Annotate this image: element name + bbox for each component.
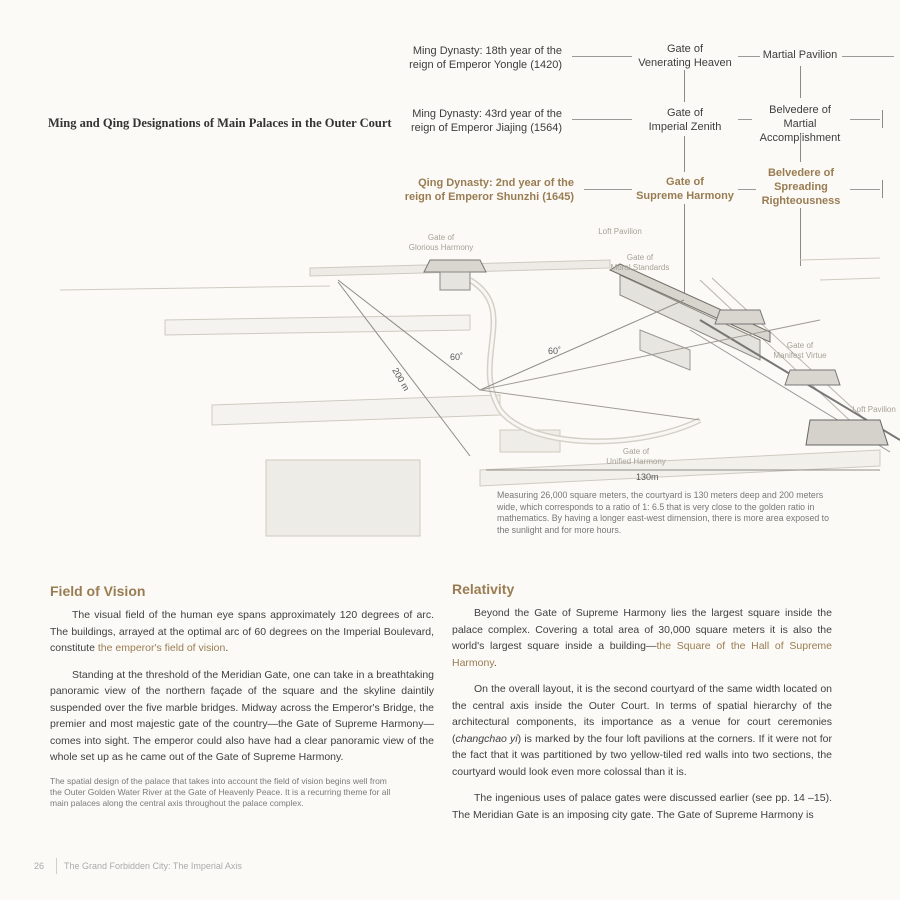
label-loft-pavilion-2: Loft Pavilion	[852, 405, 896, 414]
period-line: Ming Dynasty: 18th year of the	[412, 45, 562, 57]
label-gate-glorious-harmony-2: Glorious Harmony	[409, 243, 473, 252]
angle-label-right: 60˚	[548, 346, 561, 356]
relativity-section: Relativity Beyond the Gate of Supreme Ha…	[452, 581, 832, 833]
connector-line	[738, 56, 760, 57]
pointer-line	[684, 204, 685, 304]
connector-line	[850, 119, 880, 120]
pavilion-line: Martial Pavilion	[762, 49, 838, 61]
connector-line	[572, 56, 632, 57]
gate-line: Venerating Heaven	[638, 57, 732, 69]
label-gate-manifest-virtue-2: Manifest Virtue	[773, 351, 827, 360]
gate-line: Gate of	[666, 107, 704, 119]
section-heading: Ming and Qing Designations of Main Palac…	[48, 116, 392, 130]
label-gate-manifest-virtue: Gate of	[787, 341, 814, 350]
paragraph-text: .	[493, 656, 497, 669]
paragraph-text: Beyond the Gate of Supreme Harmony lies …	[452, 607, 832, 652]
period-line: Ming Dynasty: 43rd year of the	[412, 108, 562, 120]
paragraph-text: .	[225, 642, 229, 654]
courtyard-diagram: Gate of Glorious Harmony Loft Pavilion G…	[59, 227, 900, 537]
angle-label-left: 60˚	[450, 352, 463, 362]
connector-line	[684, 136, 685, 172]
period-line: Qing Dynasty: 2nd year of the	[418, 177, 574, 189]
gate-line: Supreme Harmony	[636, 190, 734, 202]
period-ming-jiajing: Ming Dynasty: 43rd year of the reign of …	[400, 107, 562, 135]
connector-line	[800, 66, 801, 98]
connector-line	[842, 56, 894, 57]
period-line: reign of Emperor Jiajing (1564)	[410, 122, 562, 134]
connector-line	[882, 180, 883, 198]
page-number: 26	[34, 861, 45, 871]
gate-line: Gate of	[666, 43, 704, 55]
paragraph-text: The visual field of the human eye spans …	[50, 609, 434, 654]
paragraph-text: ) is marked by the four loft pavilions a…	[452, 732, 832, 778]
caption-line: Measuring 26,000 square meters, the cour…	[497, 490, 824, 500]
pavilion-martial-accomplishment: Belvedere of Martial Accomplishment	[752, 103, 848, 145]
label-gate-glorious-harmony: Gate of	[428, 233, 455, 242]
pavilion-line: Spreading	[774, 181, 828, 193]
caption-line: the sunlight and for more hours.	[497, 524, 622, 535]
pavilion-line: Righteousness	[761, 195, 841, 207]
dimension-130m: 130m	[636, 472, 659, 482]
connector-line	[684, 70, 685, 102]
connector-line	[572, 119, 632, 120]
pavilion-line: Belvedere of Martial	[769, 104, 831, 130]
paragraph: Beyond the Gate of Supreme Harmony lies …	[452, 605, 832, 671]
paragraph: Standing at the threshold of the Meridia…	[50, 668, 434, 764]
connector-line	[800, 134, 801, 162]
side-caption: The spatial design of the palace that ta…	[50, 775, 391, 808]
period-line: reign of Emperor Shunzhi (1645)	[404, 191, 574, 203]
period-line: reign of Emperor Yongle (1420)	[409, 59, 562, 71]
period-ming-yongle: Ming Dynasty: 18th year of the reign of …	[400, 44, 562, 72]
period-qing-shunzhi: Qing Dynasty: 2nd year of the reign of E…	[400, 176, 574, 204]
footer-divider	[56, 858, 57, 874]
field-of-vision-section: Field of Vision The visual field of the …	[50, 583, 434, 809]
gate-venerating-heaven: Gate of Venerating Heaven	[634, 42, 736, 70]
paragraph-text: On the overall layout, it is the second …	[452, 683, 832, 745]
pointer-line	[800, 208, 801, 266]
pavilion-spreading-righteousness: Belvedere of Spreading Righteousness	[756, 166, 846, 208]
paragraph: The ingenious uses of palace gates were …	[452, 792, 832, 821]
highlighted-phrase: the Square of the Hall of Supreme Harmon…	[452, 640, 832, 669]
gate-imperial-zenith: Gate of Imperial Zenith	[634, 106, 736, 134]
gate-line: Imperial Zenith	[648, 121, 722, 133]
section-title: Field of Vision	[50, 583, 146, 599]
dimension-200m: 200 m	[390, 366, 411, 393]
running-title: The Grand Forbidden City: The Imperial A…	[64, 861, 242, 871]
highlighted-phrase: the emperor's field of vision	[97, 642, 226, 654]
connector-line	[850, 189, 880, 190]
label-gate-moral-standards-2: Moral Standards	[611, 263, 670, 272]
pavilion-martial: Martial Pavilion	[762, 48, 838, 62]
label-gate-unified-harmony-2: Unified Harmony	[606, 457, 666, 466]
label-loft-pavilion: Loft Pavilion	[598, 227, 642, 236]
diagram-caption: Measuring 26,000 square meters, the cour…	[497, 490, 857, 536]
italic-term: changchao yi	[455, 732, 518, 745]
paragraph: On the overall layout, it is the second …	[452, 681, 832, 780]
gate-supreme-harmony: Gate of Supreme Harmony	[634, 175, 736, 203]
label-gate-moral-standards: Gate of	[627, 253, 654, 262]
caption-line: wide, which corresponds to a ratio of 1:…	[497, 501, 815, 512]
connector-line	[584, 189, 632, 190]
gate-line: Gate of	[666, 176, 704, 188]
pavilion-line: Belvedere of	[767, 167, 835, 179]
paragraph: The visual field of the human eye spans …	[50, 607, 434, 657]
pavilion-line: Accomplishment	[752, 131, 848, 145]
connector-line	[738, 119, 752, 120]
connector-line	[882, 110, 883, 128]
connector-line	[738, 189, 756, 190]
section-title: Relativity	[452, 581, 515, 597]
caption-line: mathematics. By having a longer east-wes…	[497, 513, 830, 523]
label-gate-unified-harmony: Gate of	[623, 447, 650, 456]
